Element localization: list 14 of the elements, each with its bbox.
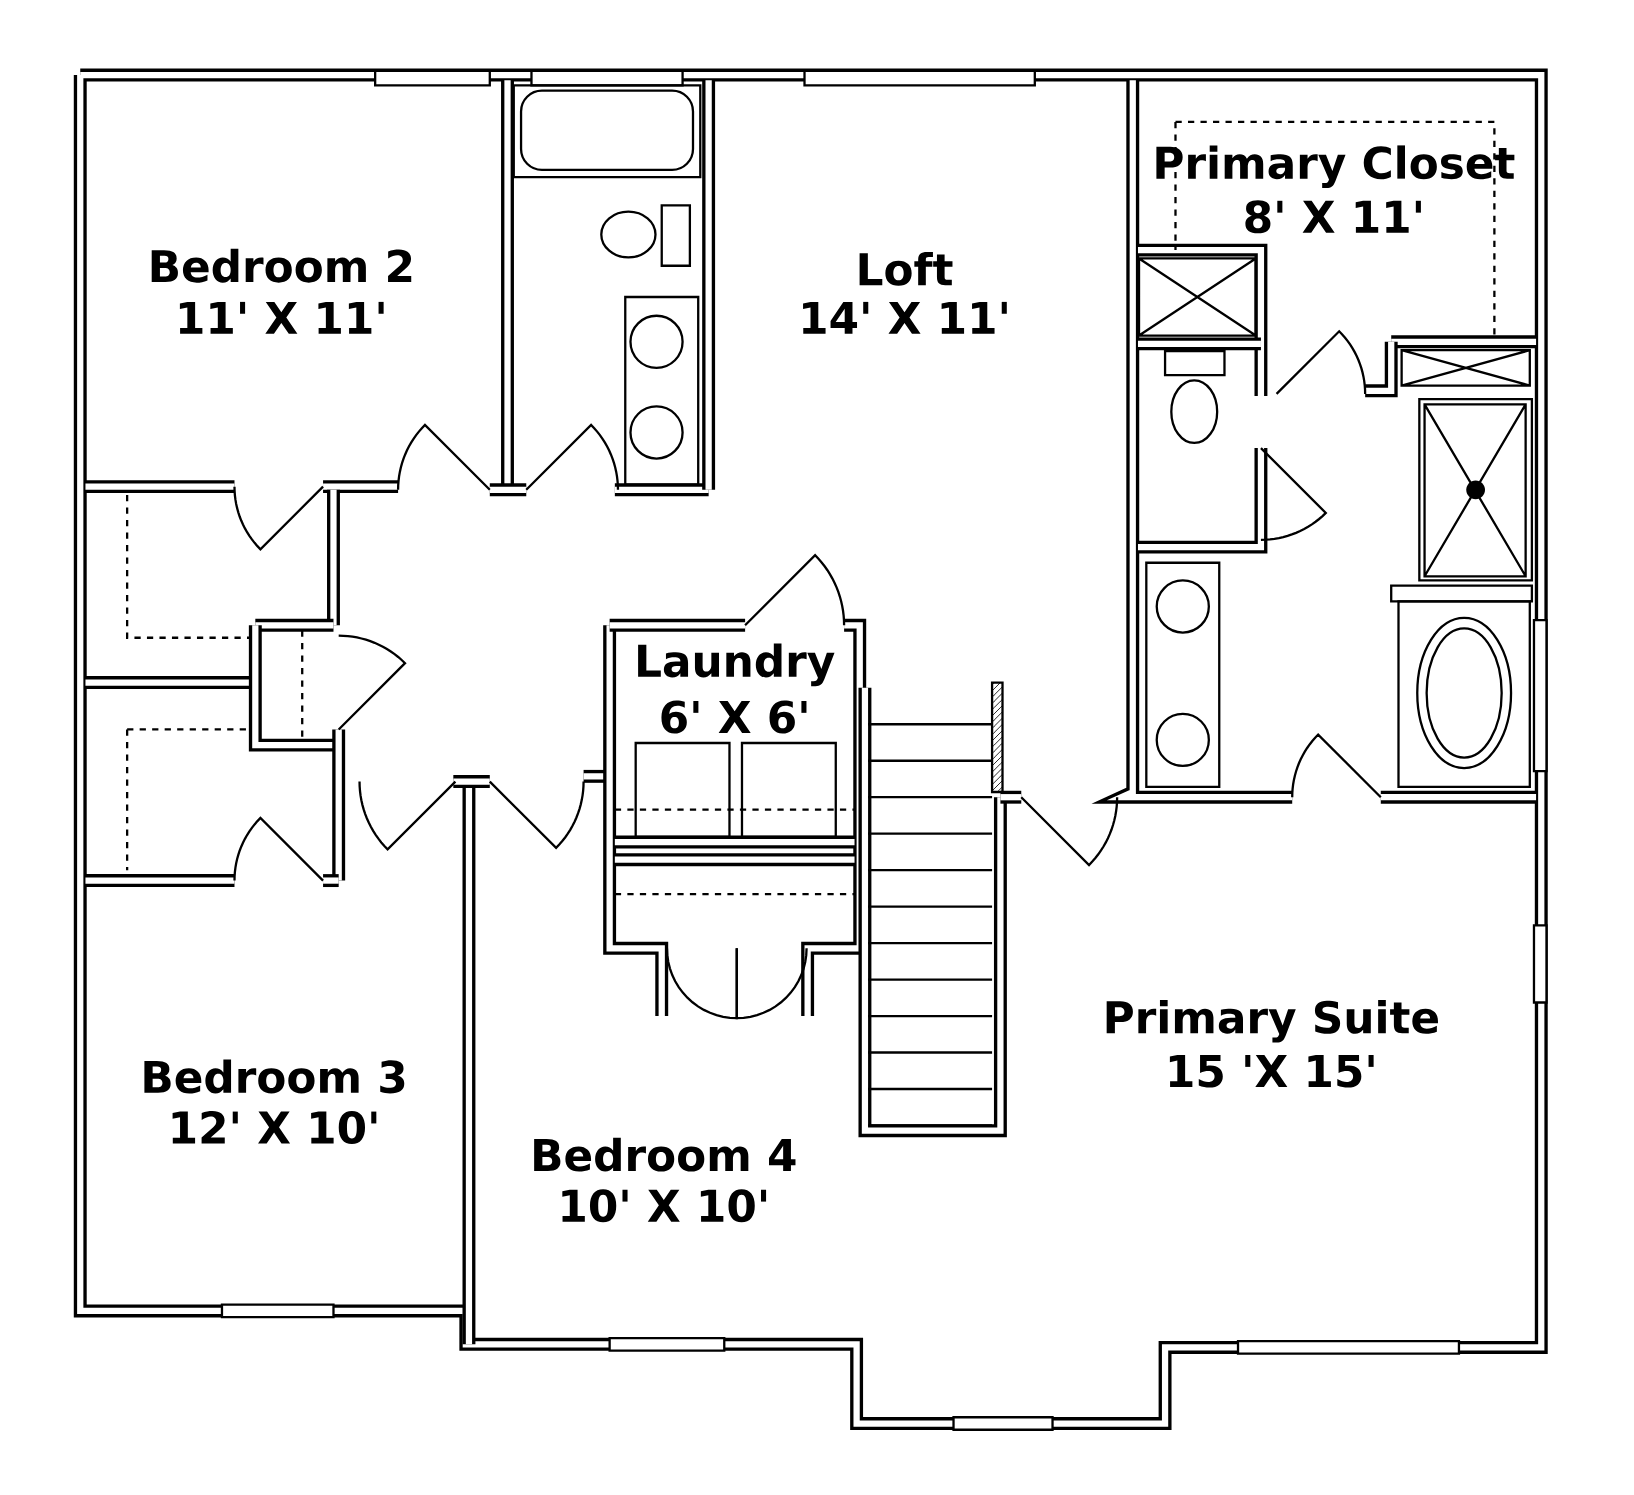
room-label: Primary Suite — [1106, 999, 1438, 1043]
room-label: 12' X 10' — [172, 1110, 377, 1144]
room-label: Primary Closet — [1156, 145, 1515, 188]
room-label: 10' X 10' — [562, 1188, 767, 1223]
room-label: Loft — [859, 251, 953, 286]
room-label: 6' X 6' — [661, 700, 807, 734]
room-label: Bedroom 3 — [144, 1059, 405, 1094]
room-label: 15 'X 15' — [1169, 1054, 1374, 1088]
room-label: Bedroom 4 — [534, 1137, 796, 1172]
room-label: Laundry — [638, 643, 835, 686]
room-label: 8' X 11' — [1245, 200, 1421, 234]
room-label: 14' X 11' — [803, 301, 1007, 334]
room-label: Bedroom 2 — [151, 248, 412, 283]
room-label: 11' X 11' — [179, 301, 384, 334]
